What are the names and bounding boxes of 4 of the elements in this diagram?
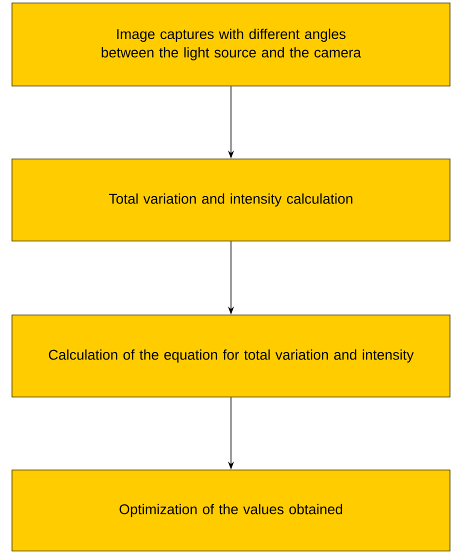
process-box: Optimization of the values obtained [12, 470, 450, 552]
process-box: Total variation and intensity calculation [12, 158, 450, 242]
process-box: Image captures with different angles between the light source and the camera [12, 2, 450, 86]
process-box: Calculation of the equation for total variation and intensity [12, 314, 450, 398]
